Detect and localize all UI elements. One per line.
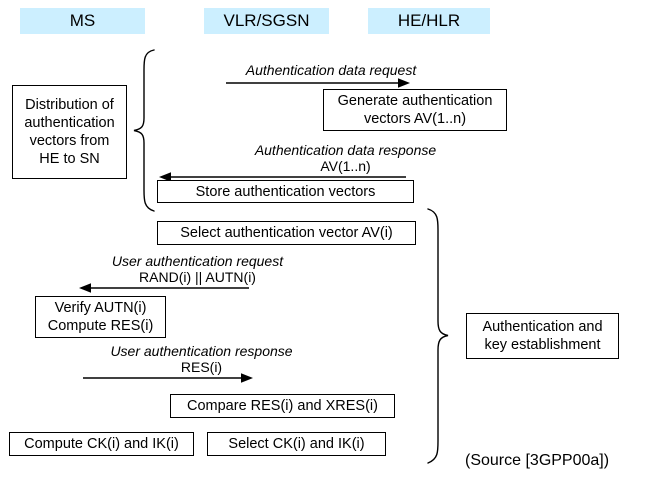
- phase-auth-key-line-2: key establishment: [484, 337, 601, 353]
- generate-auth-vectors-line-2: vectors AV(1..n): [363, 111, 467, 127]
- store-auth-vectors-line-1: Store authentication vectors: [195, 183, 376, 200]
- column-header-he-hlr: HE/HLR: [368, 8, 490, 34]
- arrow-user-authentication-response: [83, 373, 253, 383]
- arrow-user-authentication-request: [79, 283, 249, 293]
- select-auth-vector-line-1: Select authentication vector AV(i): [180, 225, 393, 241]
- phase-box-auth-key-establishment: Authentication and key establishment: [466, 313, 619, 359]
- message-payload-authentication-data-response: AV(1..n): [320, 158, 371, 174]
- column-header-vlr-sgsn: VLR/SGSN: [204, 8, 329, 34]
- phase-box-distribution: Distribution of authentication vectors f…: [12, 85, 127, 179]
- source-note: (Source [3GPP00a]): [465, 452, 610, 469]
- message-payload-user-authentication-response: RES(i): [180, 359, 223, 375]
- column-header-ms: MS: [20, 8, 145, 34]
- message-payload-user-authentication-request: RAND(i) || AUTN(i): [139, 269, 256, 285]
- phase-distribution-line-3: vectors from: [29, 133, 110, 149]
- compute-ck-ik-line-1: Compute CK(i) and IK(i): [24, 436, 179, 452]
- select-ck-ik-line-1: Select CK(i) and IK(i): [228, 436, 365, 452]
- message-label-user-authentication-request: User authentication request: [111, 253, 284, 269]
- compute-res-line-2: Compute RES(i): [47, 318, 154, 334]
- process-box-compare-res-xres: Compare RES(i) and XRES(i): [170, 394, 395, 418]
- compare-res-xres-line-1: Compare RES(i) and XRES(i): [187, 398, 378, 414]
- phase-distribution-line-1: Distribution of: [25, 97, 114, 113]
- brace-distribution-phase: [133, 49, 155, 212]
- brace-auth-key-establishment-phase: [427, 208, 449, 464]
- message-label-authentication-data-response: Authentication data response: [254, 142, 437, 158]
- arrow-authentication-data-response: [159, 172, 406, 182]
- process-box-store-auth-vectors: Store authentication vectors: [157, 180, 414, 203]
- verify-autn-line-1: Verify AUTN(i): [54, 300, 147, 316]
- message-label-user-authentication-response: User authentication response: [110, 343, 293, 359]
- message-label-authentication-data-request: Authentication data request: [245, 62, 417, 78]
- process-box-verify-autn-compute-res: Verify AUTN(i) Compute RES(i): [35, 296, 166, 338]
- phase-distribution-line-4: HE to SN: [39, 151, 100, 167]
- process-box-select-auth-vector: Select authentication vector AV(i): [157, 221, 416, 245]
- process-box-select-ck-ik: Select CK(i) and IK(i): [207, 432, 386, 456]
- phase-distribution-line-2: authentication: [24, 115, 115, 131]
- process-box-generate-auth-vectors: Generate authentication vectors AV(1..n): [323, 89, 507, 131]
- phase-auth-key-line-1: Authentication and: [482, 319, 603, 335]
- generate-auth-vectors-line-1: Generate authentication: [337, 93, 493, 109]
- process-box-compute-ck-ik: Compute CK(i) and IK(i): [9, 432, 194, 456]
- arrow-authentication-data-request: [226, 78, 410, 88]
